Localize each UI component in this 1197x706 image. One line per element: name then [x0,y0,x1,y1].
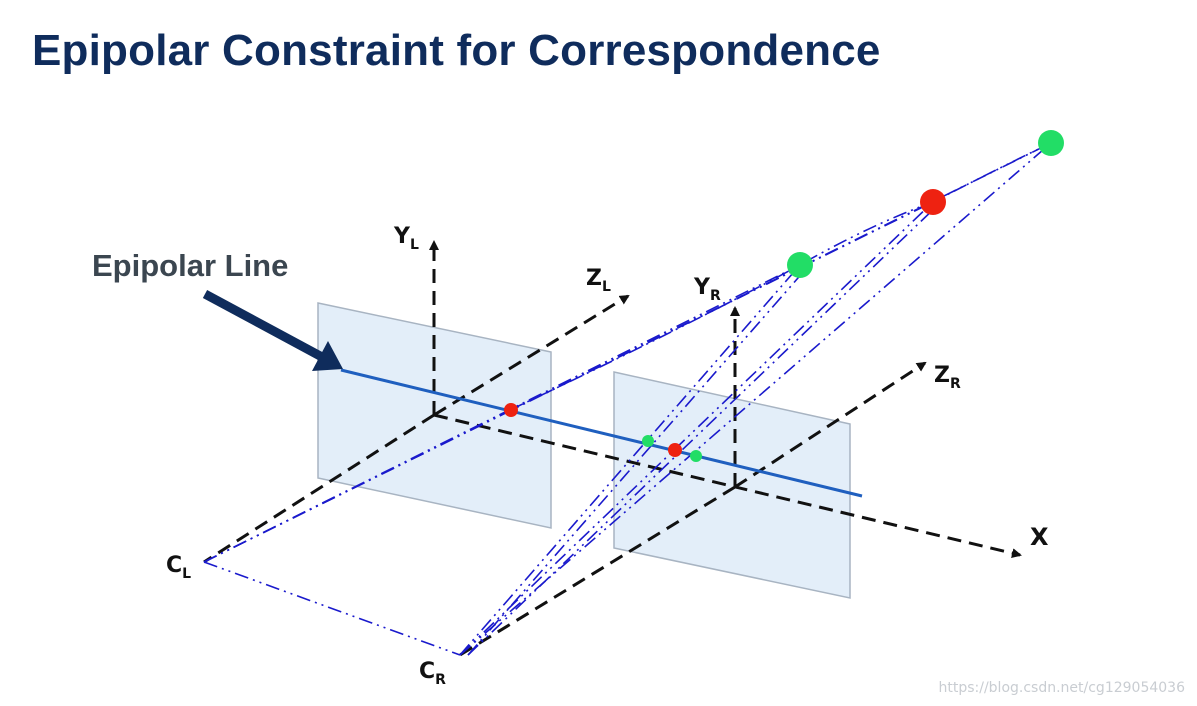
ray-cr-to-far-green [459,142,1052,656]
x-axis-label: X [1030,523,1049,551]
red-3d-point [920,189,946,215]
ray-cr-to-near-green-2 [467,269,806,656]
near-green-point [787,252,813,278]
ray-cr-to-red-point-2 [467,204,939,656]
right-image-green-point-2 [690,450,702,462]
watermark: https://blog.csdn.net/cg129054036 [938,680,1185,696]
yr-label: YR [693,275,721,304]
cr-label: CR [419,659,446,688]
zr-label: ZR [934,363,961,392]
right-z-axis [734,361,927,489]
callout-arrow-shaft [202,290,325,361]
epipolar-plane-edge [509,142,1052,411]
callout-arrow-head [312,341,343,371]
baseline-cl-cr [203,561,461,656]
left-z-axis [433,294,630,417]
zl-label: ZL [586,266,611,295]
right-image-plane [613,371,851,599]
ray-cr-to-near-green [459,264,801,656]
ray-cl-to-far-green [203,142,1052,563]
yl-label: YL [393,224,419,253]
epipolar-line [340,368,863,498]
right-image-green-point-1 [642,435,654,447]
ray-cl-to-near-green [203,264,801,563]
right-image-red-point [668,443,682,457]
slide-title: Epipolar Constraint for Correspondence [32,26,881,75]
baseline-x-axis [433,413,1022,559]
far-green-point [1038,130,1064,156]
cl-label: CL [166,553,191,582]
right-ray-to-center [459,485,736,657]
left-ray-to-center [203,413,435,564]
left-image-red-point [504,403,518,417]
ray-cr-to-red-point [459,201,934,656]
callout-label: Epipolar Line [92,248,288,283]
